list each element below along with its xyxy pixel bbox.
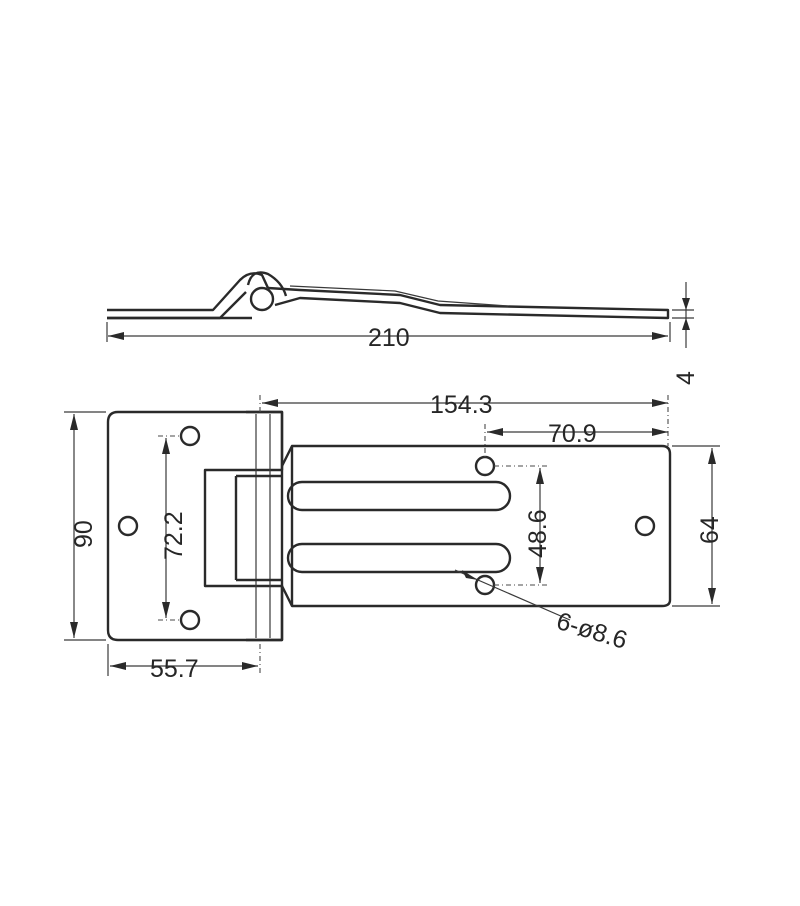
dim-70-arrow-left <box>487 428 503 436</box>
dim-210-label: 210 <box>368 324 410 352</box>
dim-55-arrow-left <box>110 662 126 670</box>
dim-70-arrow-right <box>652 428 668 436</box>
dim-154-arrow-right <box>652 399 668 407</box>
right-leaf-outline <box>280 444 672 608</box>
dim-70-label: 70.9 <box>548 420 597 448</box>
side-view-knuckle <box>249 286 275 312</box>
dim-154-label: 154.3 <box>430 391 493 419</box>
holes-leader-arrow <box>462 570 478 580</box>
dim-72-arrow-bottom <box>162 602 170 618</box>
hole-right-top <box>474 455 496 477</box>
dim-64-label: 64 <box>696 516 724 544</box>
dim-48-label: 48.6 <box>524 509 552 558</box>
dim-72-label: 72.2 <box>160 511 188 560</box>
side-view-left-plate <box>107 272 270 320</box>
dim-4-label: 4 <box>672 371 700 385</box>
side-view-right-plate-inner <box>289 285 509 307</box>
dim-90-arrow-bottom <box>70 622 78 638</box>
dim-210-arrow-right <box>652 332 668 340</box>
dim-55-arrow-right <box>242 662 258 670</box>
hole-left-middle <box>117 515 139 537</box>
slot-upper <box>286 480 512 512</box>
hole-left-top <box>179 425 201 447</box>
dim-90-arrow-top <box>70 414 78 430</box>
knuckle-strip-outline <box>246 410 284 642</box>
slot-lower <box>286 542 512 574</box>
hole-right-middle <box>634 515 656 537</box>
hole-right-bottom <box>474 574 496 596</box>
hole-left-bottom <box>179 609 201 631</box>
dim-48-arrow-bottom <box>536 567 544 583</box>
side-view: 210 4 <box>106 271 700 385</box>
dim-90-label: 90 <box>70 520 98 548</box>
dim-72-arrow-top <box>162 438 170 454</box>
dim-48-arrow-top <box>536 468 544 484</box>
dim-154-arrow-left <box>262 399 278 407</box>
top-view: 154.3 70.9 90 72.2 55.7 64 <box>64 391 724 683</box>
dim-210-arrow-left <box>108 332 124 340</box>
holes-spec-label: 6-ø8.6 <box>553 607 630 655</box>
dim-4-arrow-top <box>682 298 690 310</box>
dim-4-arrow-bottom <box>682 318 690 330</box>
dim-64-arrow-bottom <box>708 588 716 604</box>
dim-64-arrow-top <box>708 448 716 464</box>
side-view-right-plate <box>267 286 670 320</box>
cutout-inner <box>234 474 282 582</box>
dim-55-label: 55.7 <box>150 655 199 683</box>
